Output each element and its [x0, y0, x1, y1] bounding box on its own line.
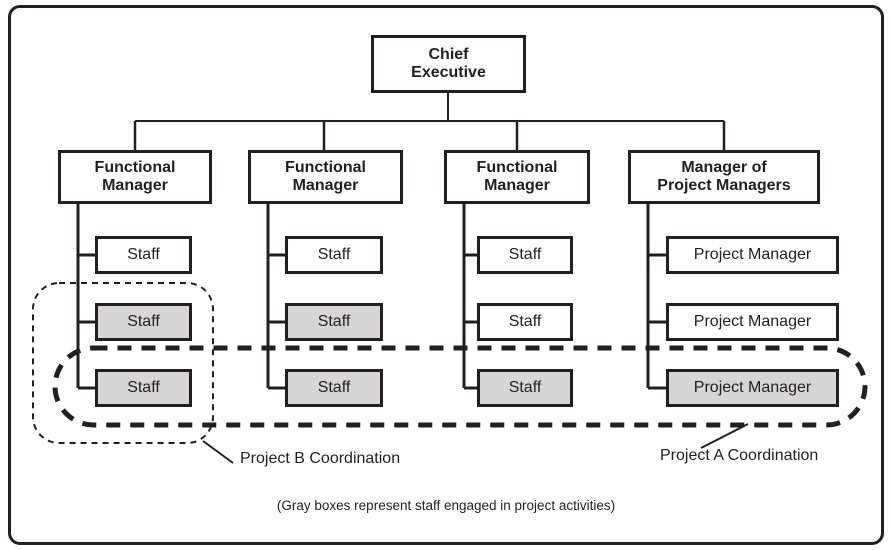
- staff-label: Staff: [127, 312, 160, 330]
- staff-label: Staff: [317, 312, 351, 330]
- column-2-spine: [266, 204, 285, 390]
- staff-box: Staff: [285, 236, 383, 274]
- staff-box: Staff: [95, 303, 192, 341]
- functional-manager-box-2: Functional Manager: [248, 150, 403, 204]
- chief-executive-label-line1: Chief: [428, 45, 469, 63]
- caption: (Gray boxes represent staff engaged in p…: [276, 498, 616, 513]
- functional-manager-box-1: Functional Manager: [58, 150, 212, 204]
- column-3-spine: [462, 204, 477, 390]
- staff-label: Staff: [317, 245, 351, 263]
- staff-label: Staff: [508, 245, 542, 263]
- staff-label: Staff: [127, 378, 160, 396]
- staff-box: Staff: [477, 303, 573, 341]
- manager-label: Functional: [476, 158, 558, 176]
- project-a-label: Project A Coordination: [660, 447, 819, 464]
- project-manager-label: Project Manager: [693, 378, 812, 396]
- staff-box: Staff: [477, 369, 573, 407]
- staff-box: Staff: [285, 303, 383, 341]
- manager-of-project-managers-box: Manager of Project Managers: [628, 150, 820, 204]
- project-manager-label: Project Manager: [693, 245, 812, 263]
- staff-box: Staff: [95, 236, 192, 274]
- functional-manager-box-3: Functional Manager: [444, 150, 590, 204]
- staff-label: Staff: [317, 378, 351, 396]
- chief-executive-drop-line: [135, 93, 724, 122]
- project-a-callout-line: [700, 423, 749, 449]
- manager-drop-lines: [133, 121, 726, 150]
- project-b-label: Project B Coordination: [240, 450, 401, 467]
- column-4-spine: [646, 204, 666, 390]
- project-manager-label: Project Manager: [693, 312, 812, 330]
- staff-box: Staff: [477, 236, 573, 274]
- staff-label: Staff: [508, 378, 542, 396]
- project-b-boundary: [32, 282, 214, 444]
- staff-box: Staff: [285, 369, 383, 407]
- project-a-loop: [52, 345, 868, 428]
- manager-label: Manager of: [681, 158, 767, 176]
- diagram-frame: [8, 5, 884, 545]
- project-b-callout-line: [202, 440, 234, 464]
- column-1-spine: [76, 204, 95, 390]
- chief-executive-label-line2: Executive: [411, 64, 486, 81]
- project-manager-box: Project Manager: [666, 369, 839, 407]
- manager-label: Manager: [102, 177, 168, 194]
- chief-executive-box: Chief Executive: [371, 35, 526, 93]
- staff-label: Staff: [508, 312, 542, 330]
- manager-label: Functional: [285, 158, 366, 176]
- manager-label: Project Managers: [657, 177, 791, 194]
- manager-label: Manager: [292, 177, 359, 194]
- manager-label: Manager: [484, 177, 550, 194]
- manager-label: Functional: [94, 158, 176, 176]
- project-manager-box: Project Manager: [666, 303, 839, 341]
- staff-label: Staff: [127, 245, 160, 263]
- project-manager-box: Project Manager: [666, 236, 839, 274]
- staff-box: Staff: [95, 369, 192, 407]
